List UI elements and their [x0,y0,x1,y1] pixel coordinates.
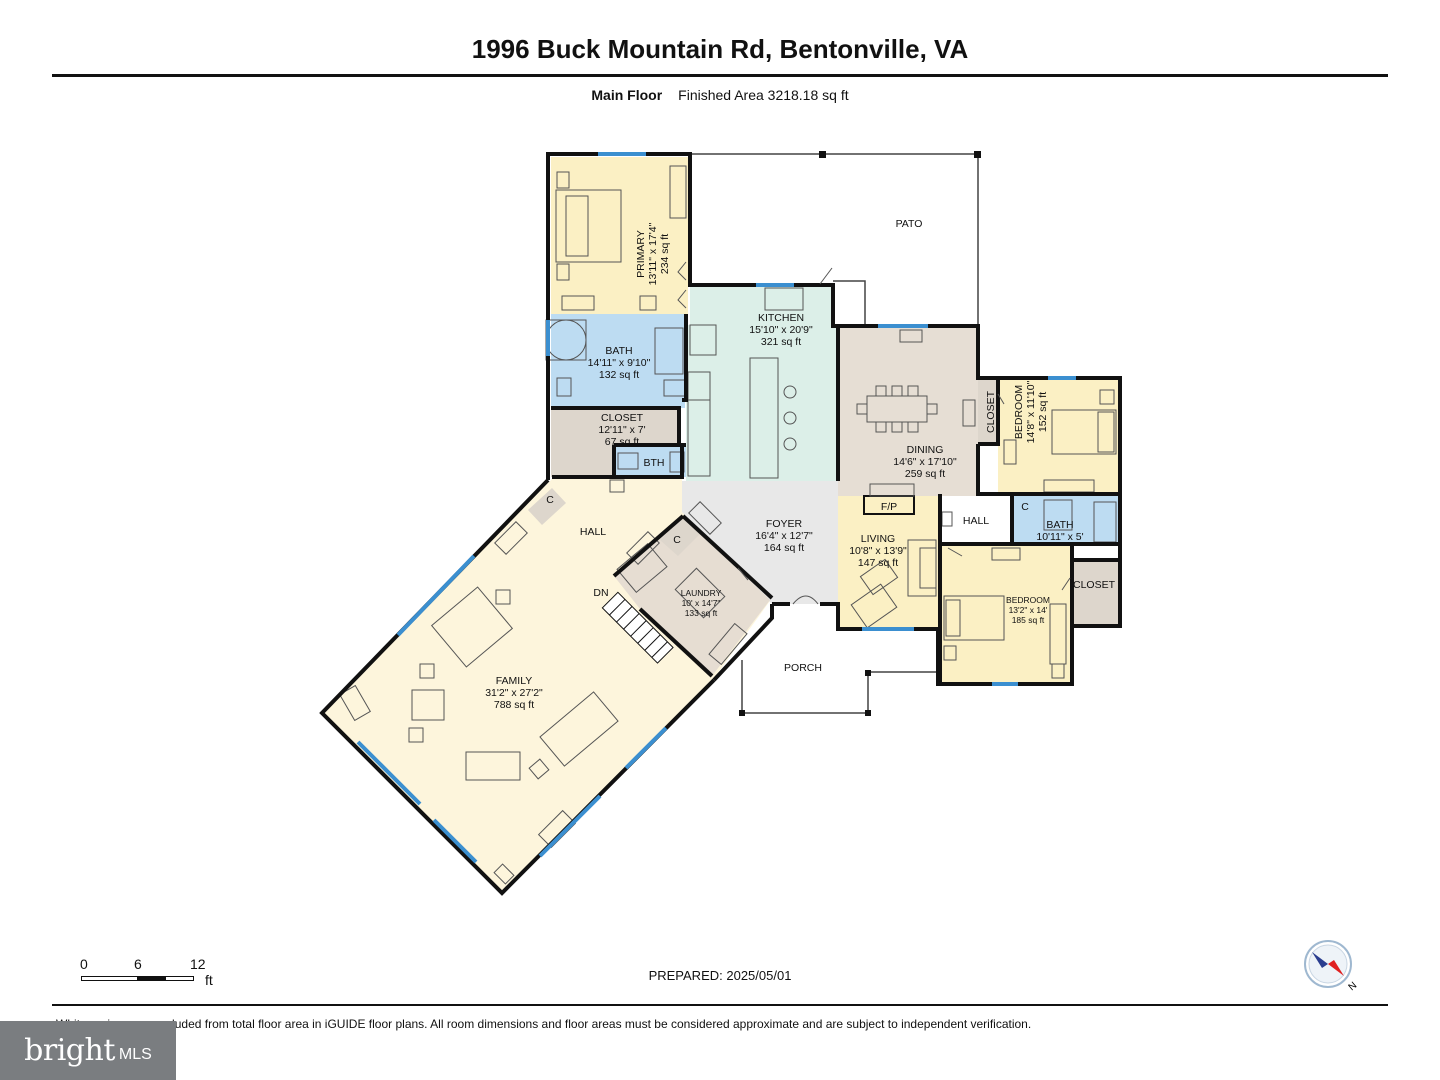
primary-fill [551,157,688,314]
living-fill [838,496,940,629]
bath-east-fill [1012,496,1118,544]
bedroom-se-area: 185 sq ft [1012,615,1045,625]
closet-ne-name: CLOSET [985,390,997,433]
bedroom-ne-name: BEDROOM [1013,385,1025,439]
c-west-name: C [546,494,554,506]
c-laundry-name: C [673,534,681,546]
windows [356,152,1076,864]
dining-area: 259 sq ft [905,468,945,480]
brand-suffix: MLS [118,1045,152,1063]
closet-se-name: CLOSET [1073,579,1116,591]
laundry-fill [614,516,770,676]
primary-dims: 13'11" x 17'4" [647,222,659,285]
bedroom-ne-dims: 14'8" x 11'10" [1025,380,1037,443]
dn-label: DN [593,587,608,599]
header-divider [52,74,1388,77]
bath-east-dims: 10'11" x 5' [1036,531,1083,543]
family-area: 788 sq ft [494,699,534,711]
scale-tick-0: 0 [80,956,88,972]
foyer-dims: 16'4" x 12'7" [755,530,813,542]
family-name: FAMILY [496,675,533,687]
bath-primary-dims: 14'11" x 9'10" [588,357,651,369]
door-swings [677,261,1071,605]
c-west-fill [528,488,566,525]
c-east-name: C [1021,501,1029,513]
family-dims: 31'2" x 27'2" [485,687,543,699]
bedroom-se-dims: 13'2" x 14' [1009,605,1048,615]
c-laundry-fill [660,518,700,556]
porch-name: PORCH [784,662,822,674]
bright-mls-logo: bright MLS [0,1021,176,1080]
compass-icon: N [1304,940,1358,992]
laundry-name: LAUNDRY [681,588,722,598]
closet-primary-area: 67 sq ft [605,436,640,448]
bedroom-se-name: BEDROOM [1006,595,1050,605]
furniture [339,165,1117,885]
fp-name: F/P [881,501,897,513]
laundry-dims: 10' x 14'7" [682,598,721,608]
foyer-fill [682,481,838,604]
bath-primary-name: BATH [605,345,632,357]
finished-area: Finished Area 3218.18 sq ft [678,87,849,103]
foyer-area: 164 sq ft [764,542,804,554]
closet-se-fill [1072,560,1118,626]
primary-name: PRIMARY [635,230,647,278]
bath-east-name: BATH [1046,519,1073,531]
disclaimer-text: White regions are excluded from total fl… [56,1017,1032,1031]
room-fills [322,157,1118,893]
bath-primary-area: 132 sq ft [599,369,639,381]
closet-primary-dims: 12'11" x 7' [598,424,645,436]
living-name: LIVING [861,533,895,545]
floor-name: Main Floor [591,87,663,103]
hall-east-name: HALL [963,515,989,527]
page-title: 1996 Buck Mountain Rd, Bentonville, VA [471,34,969,64]
room-labels: PRIMARY 13'11" x 17'4" 234 sq ft PATO KI… [485,218,1115,711]
bath-primary-fill [551,314,685,408]
outdoor-posts [739,151,981,716]
closet-primary-name: CLOSET [601,412,644,424]
patio-name: PATO [896,218,923,230]
floor-plan: PRIMARY 13'11" x 17'4" 234 sq ft PATO KI… [319,151,1122,896]
kitchen-area: 321 sq ft [761,336,801,348]
scale-segment-white-2 [165,976,194,981]
bedroom-ne-area: 152 sq ft [1037,392,1049,432]
living-dims: 10'8" x 13'9" [849,545,907,557]
hall-west-name: HALL [580,526,606,538]
compass-north-label: N [1347,980,1358,992]
stairs [601,591,674,664]
kitchen-fill [686,285,838,481]
dining-name: DINING [907,444,944,456]
scale-unit: ft [205,972,213,988]
scale-tick-12: 12 [190,956,206,972]
laundry-area: 133 sq ft [685,608,718,618]
closet-ne-fill [978,380,998,444]
scale-tick-6: 6 [134,956,142,972]
scale-bar: 0 6 12 ft [80,956,230,996]
living-area: 147 sq ft [858,557,898,569]
kitchen-dims: 15'10" x 20'9" [749,324,813,336]
brand-word: bright [24,1033,115,1068]
footer-divider [52,1004,1388,1006]
prepared-date: PREPARED: 2025/05/01 [648,968,792,983]
foyer-name: FOYER [766,518,803,530]
dining-fill [838,326,978,496]
floor-subtitle: Main Floor Finished Area 3218.18 sq ft [0,87,1440,103]
primary-area: 234 sq ft [659,234,671,274]
kitchen-name: KITCHEN [758,312,804,324]
bth-name: BTH [644,457,665,469]
dining-dims: 14'6" x 17'10" [893,456,957,468]
